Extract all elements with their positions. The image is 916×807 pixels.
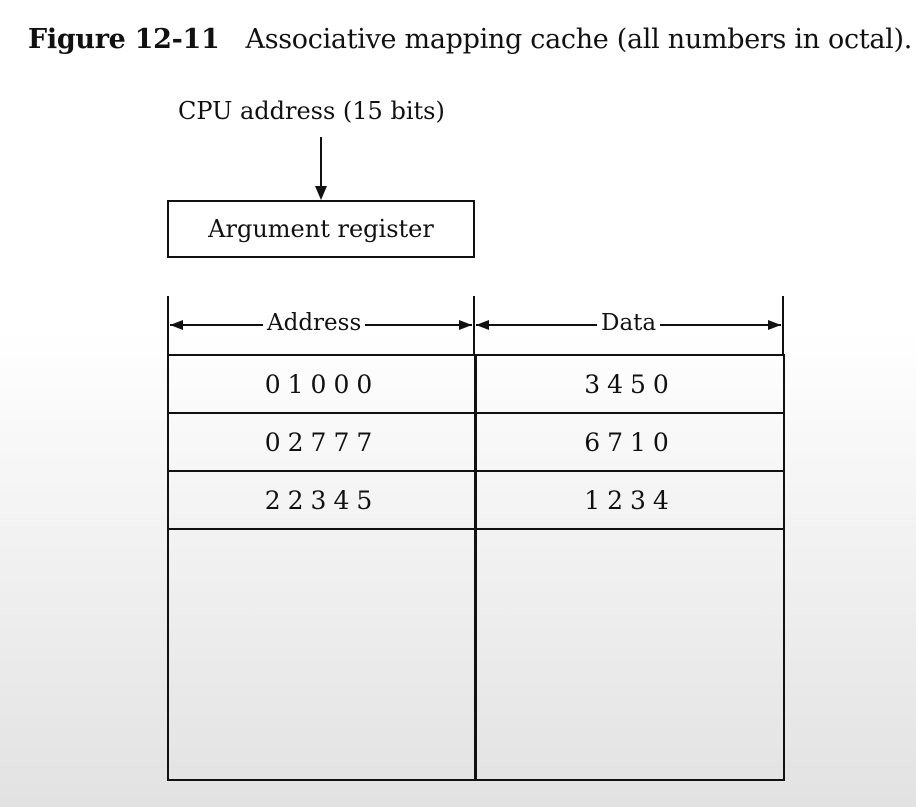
address-cell: 01000 (264, 369, 380, 399)
cpu-address-label: CPU address (15 bits) (178, 97, 445, 125)
cpu-to-register-arrowhead (315, 186, 327, 200)
address-cell: 02777 (264, 427, 380, 457)
column-divider (474, 356, 477, 779)
address-left-arrowhead (170, 320, 183, 330)
table-row: 02777 6710 (169, 414, 783, 472)
argument-register: Argument register (167, 200, 475, 258)
table-row: 01000 3450 (169, 356, 783, 414)
argument-register-label: Argument register (208, 215, 434, 243)
address-right-arrowhead (459, 320, 472, 330)
data-left-arrowhead (476, 320, 489, 330)
data-cell: 6710 (584, 427, 676, 457)
associative-memory-table: 01000 3450 02777 6710 22345 1234 (167, 354, 785, 781)
table-row: 22345 1234 (169, 472, 783, 530)
data-cell: 1234 (584, 485, 676, 515)
address-cell: 22345 (264, 485, 380, 515)
address-column-label: Address (263, 310, 366, 336)
figure-caption: Figure 12-11 Associative mapping cache (a… (28, 24, 912, 55)
figure-title: Associative mapping cache (all numbers i… (245, 24, 913, 55)
data-right-arrowhead (768, 320, 781, 330)
data-column-label: Data (597, 310, 661, 336)
figure-number: Figure 12-11 (28, 24, 220, 55)
data-cell: 3450 (584, 369, 676, 399)
